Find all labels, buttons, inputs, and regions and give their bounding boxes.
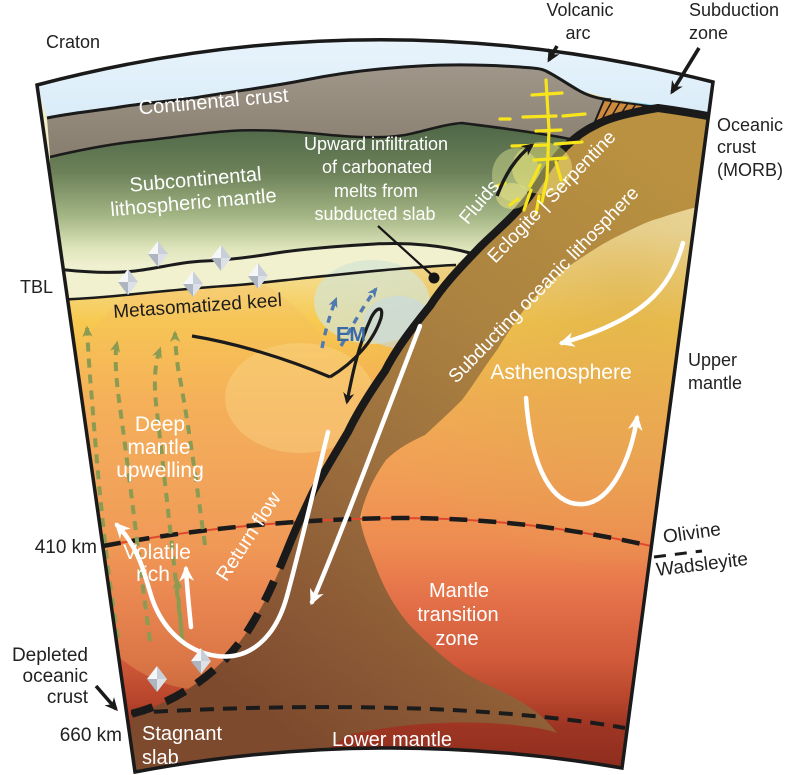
slab-surface-line: [284, 103, 713, 552]
sky: [37, 39, 713, 119]
deep-upwelling-arrows: [82, 325, 207, 646]
label-mtz-2: transition: [417, 604, 498, 626]
keel-entrainment-arrow: [329, 307, 384, 405]
corner-flow-arrow: [558, 240, 686, 347]
diamond-icons: [118, 241, 268, 692]
label-asthenosphere: Asthenosphere: [490, 361, 631, 384]
label-tbl: TBL: [20, 277, 53, 297]
diamond-icon: [118, 269, 138, 295]
subduction-zone-pointer: [670, 47, 701, 95]
slab-descent-arrow: [309, 323, 423, 606]
land-surface-line: [46, 63, 612, 120]
label-infiltration-3: melts from: [334, 181, 418, 201]
depleted-crust-pointer: [94, 684, 118, 712]
diamond-icon: [211, 245, 231, 271]
label-craton: Craton: [46, 32, 100, 52]
label-volatile-1: Volatile: [123, 541, 191, 564]
discontinuity-410-line: [102, 515, 652, 549]
crust-bottom-line: [49, 121, 583, 159]
label-deep-1: Deep: [135, 413, 185, 436]
mantle-flow-arrows: [114, 240, 686, 659]
label-upper-mantle-1: Upper: [688, 350, 737, 370]
label-lower-mantle: Lower mantle: [332, 729, 452, 751]
label-depleted-3: crust: [47, 687, 89, 708]
label-mtz-1: Mantle: [429, 580, 489, 602]
label-olivine: Olivine: [662, 519, 722, 548]
label-upper-mantle-2: mantle: [688, 373, 742, 393]
diamond-icon: [183, 271, 203, 297]
label-em: EM: [336, 324, 366, 346]
diamond-icon: [191, 648, 211, 674]
label-deep-2: mantle: [127, 436, 190, 459]
label-mtz-3: zone: [435, 628, 478, 650]
label-infiltration-4: subducted slab: [314, 204, 435, 224]
upper-mantle-loop-arrow: [523, 395, 643, 507]
label-oceanic-crust-2: crust: [717, 137, 756, 157]
label-infiltration-2: of carbonated: [322, 157, 432, 177]
diamond-icon: [147, 666, 167, 692]
label-deep-3: upwelling: [116, 459, 204, 482]
keel-bottom-line: [191, 334, 331, 379]
melt-source-dot: [428, 272, 440, 284]
volatile-rich-arrow: [179, 565, 195, 630]
discontinuity-660-line: [130, 705, 626, 730]
olivine-wadsleyite-divider: [653, 549, 703, 559]
lithospheric-mantle: [48, 123, 580, 273]
label-660-km: 660 km: [60, 725, 122, 746]
wedge-outline: [35, 38, 715, 775]
subducting-slab-band: [131, 111, 713, 773]
em-arrows: [320, 287, 378, 349]
infiltration-pointer-line: [377, 225, 434, 277]
label-subduction-zone-1: Subduction: [689, 0, 779, 20]
label-depleted-2: oceanic: [23, 666, 89, 687]
label-oceanic-crust-1: Oceanic: [717, 115, 783, 135]
label-stagnant-1: Stagnant: [142, 723, 223, 745]
label-depleted-1: Depleted: [12, 645, 88, 666]
diamond-icon: [248, 263, 268, 289]
label-volatile-2: rich: [136, 563, 170, 586]
volcanic-arc-pointer: [547, 45, 560, 63]
label-oceanic-crust-3: (MORB): [717, 160, 783, 180]
label-subduction-zone-2: zone: [689, 23, 728, 43]
pointer-arrows: [94, 45, 701, 712]
label-volcanic-arc-1: Volcanic: [546, 0, 613, 20]
diamond-icon: [148, 241, 168, 267]
volcanic-dikes-icon: [495, 78, 587, 216]
label-infiltration-1: Upward infiltration: [304, 134, 448, 154]
label-volcanic-arc-2: arc: [565, 23, 590, 43]
label-stagnant-2: slab: [142, 747, 179, 769]
label-wadsleyite: Wadsleyite: [655, 549, 749, 581]
return-flow-arrow: [114, 429, 331, 659]
fluids-arrow: [495, 143, 535, 197]
stagnant-slab-dashed-line: [130, 546, 292, 718]
label-410-km: 410 km: [35, 537, 97, 558]
